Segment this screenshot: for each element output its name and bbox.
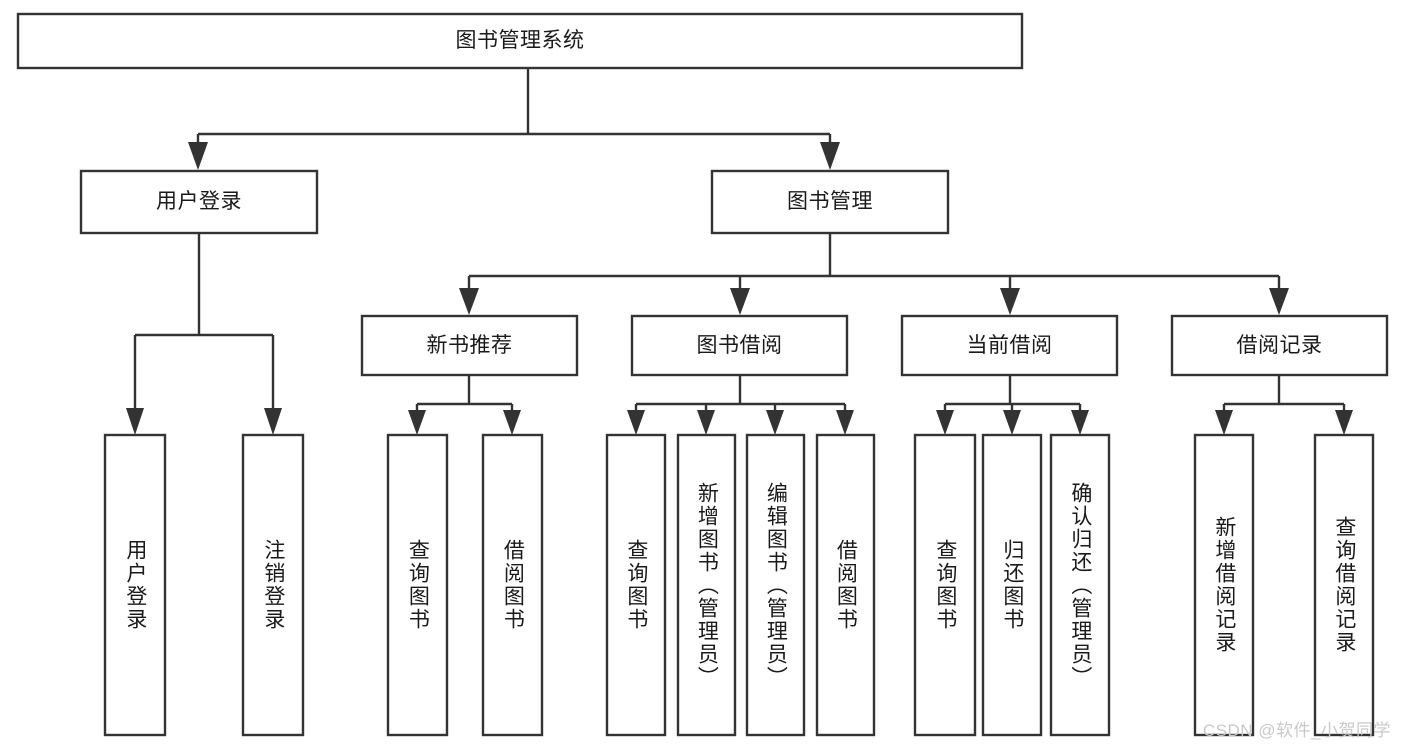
node-box-leaf-new-book-1[interactable] — [481, 433, 544, 737]
arrow-icon-bookborrow-leaf-1 — [627, 410, 645, 435]
node-box-current-borrow[interactable] — [900, 314, 1119, 377]
node-box-leaf-book-borrow-0[interactable] — [605, 433, 667, 737]
arrow-icon-currentborrow-leaf-1 — [936, 410, 954, 435]
arrow-icon-to-new-book — [459, 288, 479, 315]
node-box-leaf-borrow-record-1[interactable] — [1313, 433, 1375, 737]
arrow-icon-to-book-borrow — [730, 288, 750, 315]
node-box-new-book-recommend[interactable] — [360, 314, 579, 377]
node-box-leaf-new-book-0[interactable] — [386, 433, 449, 737]
node-box-leaf-current-borrow-1[interactable] — [981, 433, 1043, 737]
arrow-icon-userlogin-leaf-1 — [126, 408, 144, 435]
arrow-icon-userlogin-leaf-2 — [264, 408, 282, 435]
node-box-user-login[interactable] — [79, 169, 319, 235]
arrow-icon-to-borrow-record — [1269, 288, 1289, 315]
node-box-leaf-borrow-record-0[interactable] — [1193, 433, 1255, 737]
arrow-icon-to-current-borrow — [1000, 288, 1020, 315]
node-box-book-borrow[interactable] — [630, 314, 849, 377]
node-box-leaf-user-login-0[interactable] — [103, 433, 167, 737]
node-box-leaf-book-borrow-2[interactable] — [745, 433, 806, 737]
node-box-leaf-current-borrow-2[interactable] — [1049, 433, 1111, 737]
arrow-icon-newbook-leaf-1 — [408, 410, 426, 435]
node-box-leaf-current-borrow-0[interactable] — [913, 433, 977, 737]
arrow-icon-borrowrecord-leaf-1 — [1215, 410, 1233, 435]
node-box-leaf-book-borrow-3[interactable] — [815, 433, 876, 737]
arrow-icon-bookborrow-leaf-2 — [697, 410, 715, 435]
arrow-icon-borrowrecord-leaf-2 — [1335, 410, 1353, 435]
node-box-book-manage[interactable] — [710, 169, 950, 235]
node-box-leaf-user-login-1[interactable] — [241, 433, 305, 737]
node-box-root[interactable] — [16, 12, 1024, 70]
arrow-icon-bookborrow-leaf-4 — [836, 410, 854, 435]
node-box-leaf-book-borrow-1[interactable] — [676, 433, 737, 737]
arrow-icon-currentborrow-leaf-2 — [1003, 410, 1021, 435]
node-box-borrow-record[interactable] — [1170, 314, 1389, 377]
arrow-icon-to-user-login — [188, 142, 208, 170]
arrow-icon-newbook-leaf-2 — [503, 410, 521, 435]
arrow-icon-bookborrow-leaf-3 — [766, 410, 784, 435]
arrow-icon-to-book-manage — [820, 142, 840, 170]
arrow-icon-currentborrow-leaf-3 — [1071, 410, 1089, 435]
